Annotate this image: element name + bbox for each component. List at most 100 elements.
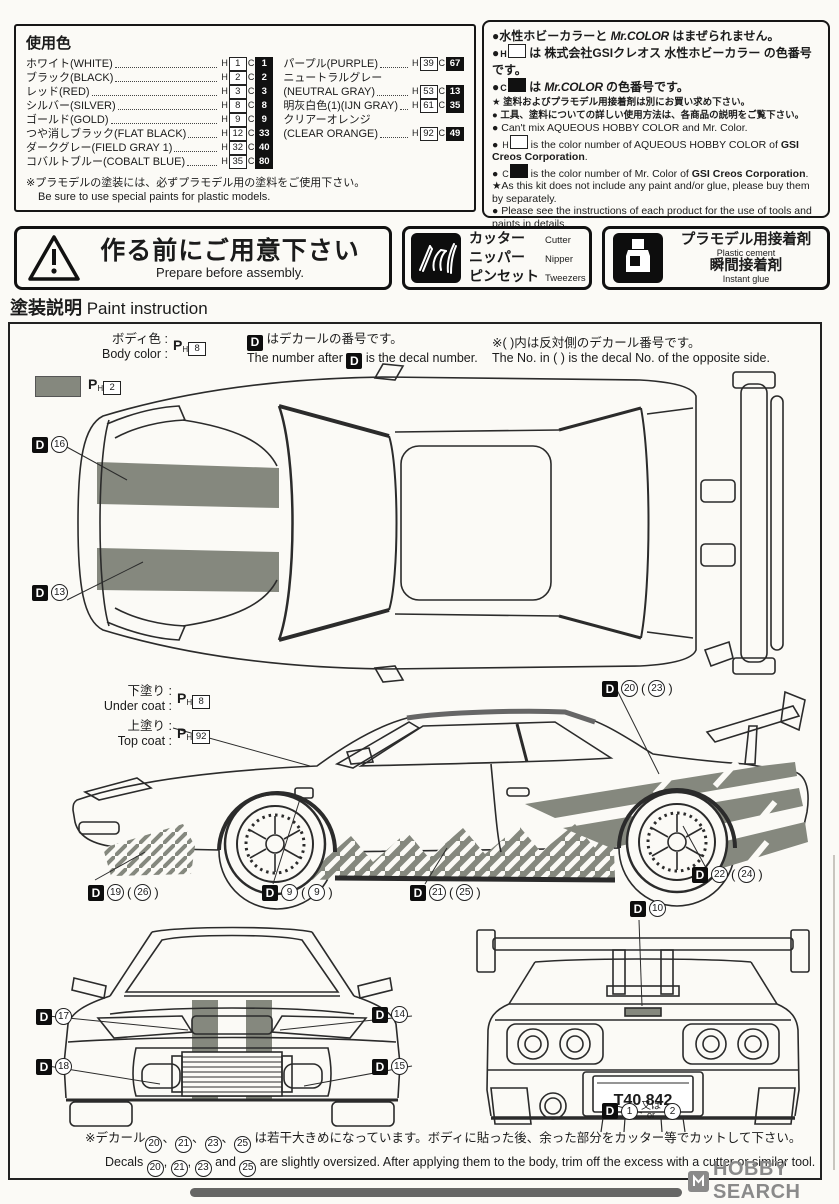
mrcolor-code: 49 xyxy=(446,127,464,141)
aqueous-code: 53 xyxy=(419,85,438,99)
leader-dots xyxy=(91,95,218,96)
paint-footnote-en: Be sure to use special paints for plasti… xyxy=(38,191,271,203)
mrcolor-code: 13 xyxy=(446,85,464,99)
aqueous-code: 61 xyxy=(419,99,438,113)
prepare-title-jp: 作る前にご用意下さい xyxy=(100,236,360,265)
note-line: ● H is the color number of AQUEOUS HOBBY… xyxy=(492,134,820,164)
leader-dots xyxy=(380,67,408,68)
leader-dots xyxy=(187,165,218,166)
paint-notes-box: ●水性ホビーカラーと Mr.COLOR はまぜられません。 ●H は 株式会社G… xyxy=(482,20,830,230)
leader-dots xyxy=(380,137,408,138)
body-color-swatch xyxy=(35,376,81,397)
paint-instruction-header: 塗装説明 Paint instruction xyxy=(10,294,208,320)
instant-glue-jp: 瞬間接着剤 xyxy=(709,258,783,274)
aqueous-code: 92 xyxy=(419,127,438,141)
mrcolor-code: 67 xyxy=(446,57,464,71)
leader-dots xyxy=(115,81,218,82)
colors-used-title: 使用色 xyxy=(26,35,72,52)
mrcolor-code: 8 xyxy=(255,99,274,113)
top-view-diagram xyxy=(65,362,810,684)
leader-dots xyxy=(117,109,218,110)
rear-view-diagram: T40 842 xyxy=(465,920,825,1135)
decal-note: D はデカールの番号です。 The number after D is the … xyxy=(247,332,478,369)
leader-dots xyxy=(400,109,408,110)
plastic-cement-en: Plastic cement xyxy=(716,248,776,258)
tool-row: ニッパー Nipper xyxy=(469,248,573,265)
instant-glue-en: Instant glue xyxy=(722,274,770,284)
paint-header-en: Paint instruction xyxy=(82,299,208,318)
plastic-cement-jp: プラモデル用接着剤 xyxy=(680,232,812,248)
aqueous-code: 1 xyxy=(228,57,247,71)
aqueous-code: 9 xyxy=(228,113,247,127)
paper-edge-line xyxy=(833,855,835,1170)
note-line: ● Can't mix AQUEOUS HOBBY COLOR and Mr. … xyxy=(492,122,748,134)
mrcolor-code: 1 xyxy=(255,57,274,71)
tool-row: ピンセット Tweezers xyxy=(469,267,586,284)
mrcolor-code: 35 xyxy=(446,99,464,113)
note-line: ●H は 株式会社GSIクレオス 水性ホビーカラー の色番号です。 xyxy=(492,44,812,77)
aqueous-code: 39 xyxy=(419,57,438,71)
front-view-diagram xyxy=(40,916,420,1131)
decal-oversize-note-en: Decals 20, 21, 23 and 25 are slightly ov… xyxy=(105,1154,815,1177)
paint-header-jp: 塗装説明 xyxy=(10,298,82,318)
note-line: ★As this kit does not include any paint … xyxy=(492,180,810,205)
note-line: ★ 塗料およびプラモデル用接着剤は別にお買い求め下さい。 xyxy=(492,97,751,108)
hobby-search-watermark: HOBBY SEARCH xyxy=(688,1158,839,1204)
tools-box: カッター Cutter ニッパー Nipper ピンセット Tweezers xyxy=(402,226,592,290)
top-coat-label: 上塗り : Top coat : xyxy=(117,719,172,748)
glue-box: プラモデル用接着剤 Plastic cement 瞬間接着剤 Instant g… xyxy=(602,226,830,290)
warning-triangle-icon xyxy=(27,233,81,283)
note-line: ●C は Mr.COLOR の色番号です。 xyxy=(492,78,689,94)
under-coat-label: 下塗り : Under coat : xyxy=(103,684,172,713)
mrcolor-code: 2 xyxy=(255,71,274,85)
paint-footnote-jp: ※プラモデルの塗装には、必ずプラモデル用の塗料をご使用下さい。 xyxy=(26,177,366,189)
prepare-box: 作る前にご用意下さい Prepare before assembly. xyxy=(14,226,392,290)
leader-dots xyxy=(174,151,218,152)
mrcolor-code: 9 xyxy=(255,113,274,127)
mrcolor-code: 80 xyxy=(255,155,274,169)
tool-list: カッター Cutter ニッパー Nipper ピンセット Tweezers xyxy=(469,230,586,287)
mrcolor-code: 3 xyxy=(255,85,274,99)
aqueous-code: 35 xyxy=(228,155,247,169)
leader-dots xyxy=(114,67,218,68)
body-color-label: ボディ色 : Body color : xyxy=(101,332,168,361)
hobby-search-logo-icon xyxy=(688,1170,709,1192)
note-line: ●水性ホビーカラーと Mr.COLOR はまぜられません。 xyxy=(492,29,780,43)
prepare-title-en: Prepare before assembly. xyxy=(156,264,304,280)
aqueous-code: 12 xyxy=(228,127,247,141)
aqueous-code: 32 xyxy=(228,141,247,155)
tool-row: カッター Cutter xyxy=(469,229,571,246)
